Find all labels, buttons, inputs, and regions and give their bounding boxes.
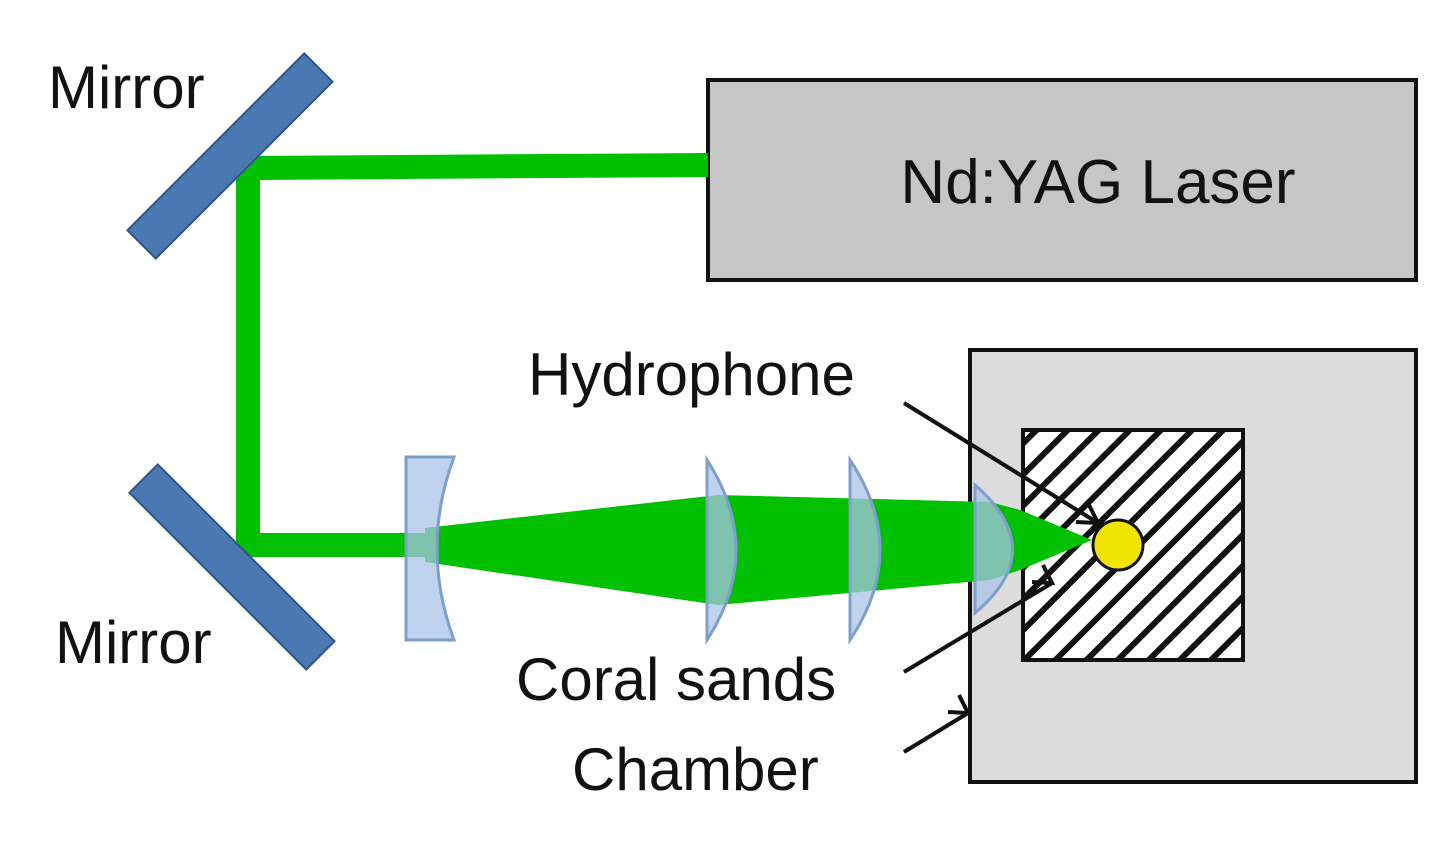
coral-sands-label: Coral sands xyxy=(516,646,836,713)
chamber-pointer xyxy=(902,711,970,754)
mirror-bottom xyxy=(128,463,336,671)
mirror-top xyxy=(126,52,334,260)
chamber-window-lens xyxy=(973,481,1014,617)
hydrophone-label: Hydrophone xyxy=(528,341,855,408)
convex-lens-2 xyxy=(848,455,882,645)
laser-box xyxy=(706,78,1418,282)
coral-sands-pointer xyxy=(902,581,1054,674)
mirror-bottom-label: Mirror xyxy=(55,609,212,676)
mirror-top-plate xyxy=(126,52,334,260)
coral-sands-arrowhead xyxy=(1031,564,1056,586)
hydrophone-arrowhead xyxy=(1075,502,1102,526)
convex-lens-1 xyxy=(705,454,738,646)
chamber-label: Chamber xyxy=(572,736,819,803)
laser-beam-expanded xyxy=(425,495,1092,605)
mirror-bottom-plate xyxy=(128,463,336,671)
hydrophone-pointer xyxy=(902,401,1100,525)
laser-label: Nd:YAG Laser xyxy=(900,148,1295,217)
concave-lens xyxy=(404,455,457,642)
chamber-arrowhead xyxy=(947,694,972,716)
hydrophone-disc xyxy=(1091,518,1145,572)
pointer-arrows xyxy=(902,401,1102,754)
laser-beam-path xyxy=(236,153,709,557)
mirror-top-label: Mirror xyxy=(48,54,205,121)
